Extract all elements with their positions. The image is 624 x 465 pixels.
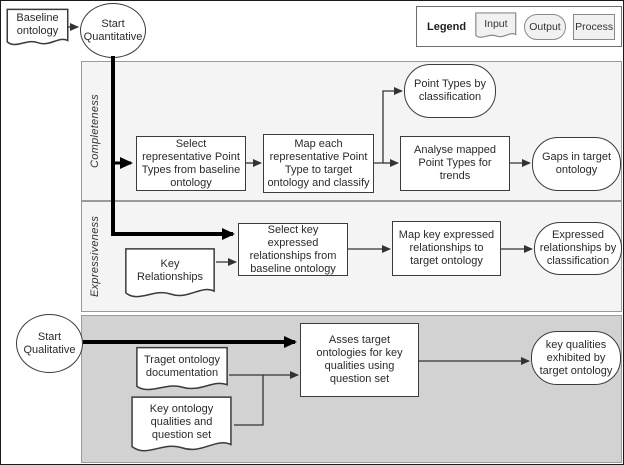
legend-input-label: Input	[484, 18, 508, 30]
node-map-key-expressed: Map key expressed relationships to targe…	[392, 221, 501, 276]
node-asses-target: Asses target ontologies for key qualitie…	[300, 323, 419, 397]
legend: Legend Input Output Process	[416, 6, 622, 47]
legend-input-shape: Input	[475, 12, 517, 41]
lane-label-expressiveness: Expressiveness	[89, 215, 101, 298]
legend-title: Legend	[427, 20, 467, 33]
node-expressed-relationships: Expressed relationships by classificatio…	[534, 222, 622, 275]
node-analyse-mapped: Analyse mapped Point Types for trends	[400, 136, 510, 191]
document-shape-icon	[135, 346, 229, 396]
node-select-representative: Select representative Point Types from b…	[136, 136, 246, 191]
node-start-qualitative: Start Qualitative	[16, 314, 83, 373]
node-baseline-ontology: Baseline ontology	[6, 8, 69, 50]
node-map-each: Map each representative Point Type to ta…	[263, 134, 374, 193]
legend-process-label: Process	[575, 20, 614, 33]
node-key-relationships: Key Relationships	[124, 247, 216, 304]
node-point-types-by-classification: Point Types by classification	[404, 64, 496, 118]
legend-process-shape: Process	[573, 13, 615, 40]
node-key-ontology-qualities: Key ontology qualities and question set	[130, 395, 233, 459]
legend-output-label: Output	[529, 20, 561, 33]
document-shape-icon	[130, 395, 233, 459]
document-shape-icon	[124, 247, 216, 304]
document-shape-icon	[475, 12, 517, 41]
node-target-ontology-documentation: Traget ontology documentation	[135, 346, 229, 396]
node-gaps-in-target: Gaps in target ontology	[532, 137, 621, 191]
legend-output-shape: Output	[523, 13, 567, 40]
document-shape-icon	[6, 8, 69, 50]
node-key-qualities-exhibited: key qualities exhibited by target ontolo…	[531, 331, 621, 385]
node-start-quantitative: Start Quantitative	[80, 3, 146, 58]
lane-label-completeness: Completeness	[89, 94, 101, 168]
node-select-key-expressed: Select key expressed relationships from …	[238, 223, 348, 276]
